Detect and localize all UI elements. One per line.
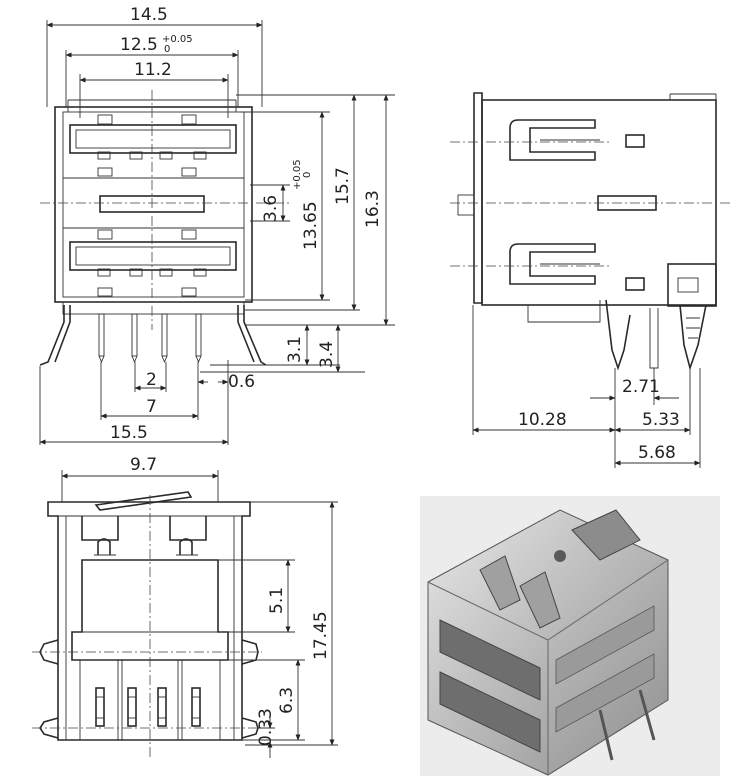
dim-5-68: 5.68	[638, 443, 676, 463]
dim-16-3: 16.3	[363, 190, 383, 228]
bottom-pins	[95, 687, 201, 727]
dim-0-33: 0.33	[256, 708, 276, 746]
dim-11-2: 11.2	[134, 60, 172, 80]
dim-13-65-tol-top: +0.05	[292, 159, 303, 190]
dim-3-4: 3.4	[317, 341, 337, 368]
dim-0-6: 0.6	[228, 372, 255, 392]
dim-12-5-tol-top: +0.05	[162, 34, 193, 45]
dim-3-1: 3.1	[285, 336, 305, 363]
dim-12-5-tol-bot: 0	[164, 44, 170, 55]
dim-3-6: 3.6	[261, 195, 281, 222]
dim-13-65-tol-bot: 0	[302, 172, 313, 178]
dim-14-5: 14.5	[130, 5, 168, 25]
connector-photo	[420, 496, 720, 776]
dim-15-7: 15.7	[333, 167, 353, 205]
dim-2: 2	[146, 370, 157, 390]
dim-10-28: 10.28	[518, 410, 567, 430]
dim-13-65: 13.65	[301, 201, 321, 250]
dim-17-45: 17.45	[311, 611, 331, 660]
dim-6-3: 6.3	[277, 687, 297, 714]
dim-5-1: 5.1	[267, 587, 287, 614]
front-view: 14.5 12.5 +0.05 0 11.2 3.6 13.65 +0.05 0…	[39, 5, 395, 445]
bottom-view: 9.7 5.1 17.45 6.3 0.33	[32, 455, 338, 760]
dim-7: 7	[146, 397, 157, 417]
side-view: 2.71 10.28 5.33 5.68	[450, 92, 730, 468]
dim-12-5: 12.5	[120, 35, 158, 55]
dim-15-5: 15.5	[110, 423, 148, 443]
dim-9-7: 9.7	[130, 455, 157, 475]
dim-2-71: 2.71	[622, 377, 660, 397]
dim-5-33: 5.33	[642, 410, 680, 430]
